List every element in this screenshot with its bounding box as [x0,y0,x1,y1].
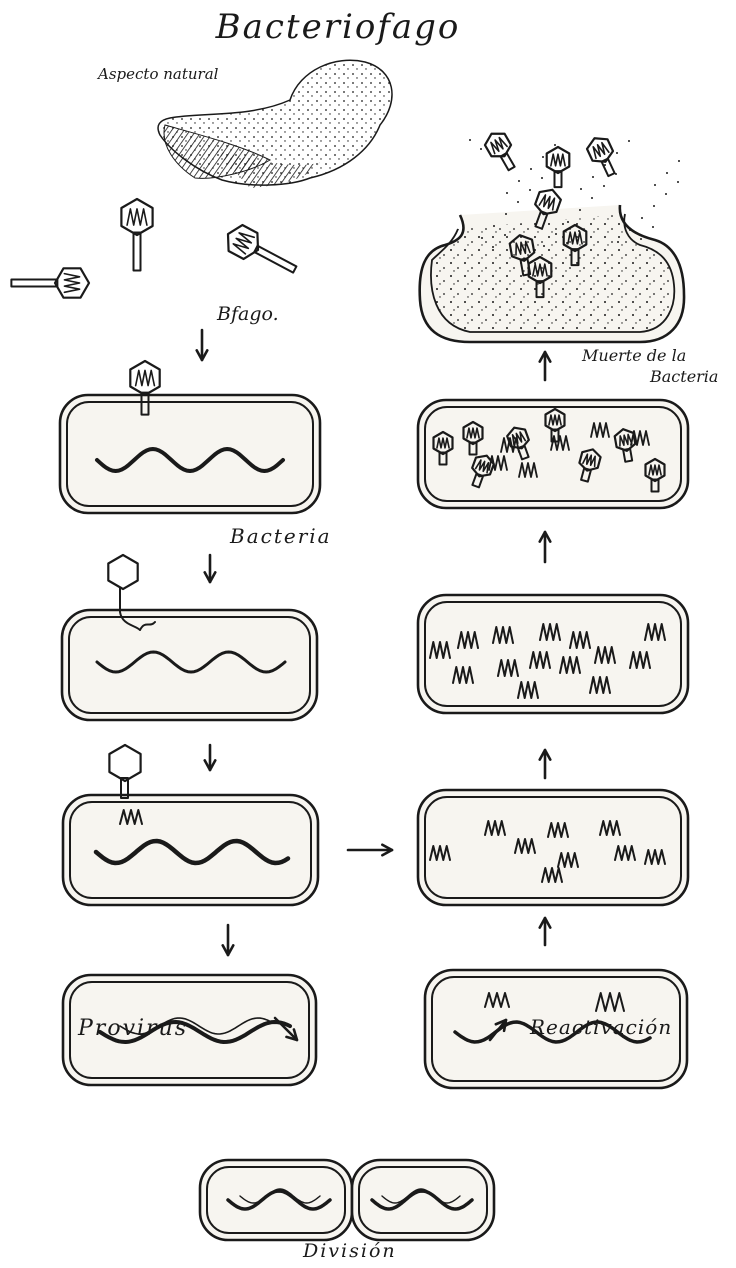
phage-icon-released-3-dna [489,136,507,153]
phage-icon-attached-1-dna [136,370,155,385]
speck-10 [629,229,631,231]
bacterium-cell-6-wall [418,790,688,905]
arrow-bacteria-down [205,555,216,582]
speck-6 [481,237,483,239]
speck-37 [578,230,580,232]
speck-24 [517,201,519,203]
speck-4 [617,241,619,243]
bacterium-cell-1-wall [60,395,320,513]
speck-14 [567,221,569,223]
speck-7 [518,180,520,182]
arrow-to-right-column [348,845,392,856]
speck-16 [641,217,643,219]
speck-36 [541,177,543,179]
arrow-bfago-down [197,330,208,360]
phage-icon-released-4-head [547,147,570,173]
speck-23 [480,148,482,150]
speck-5 [654,184,656,186]
speck-15 [604,164,606,166]
speck-20 [579,209,581,211]
speck-13 [530,168,532,170]
phage-icon-released-3-tail [501,153,515,170]
speck-28 [665,193,667,195]
arrow-7-up [540,532,551,562]
label-muerte-line2: Bacteria [649,367,718,386]
arrow-3-down [205,745,216,770]
phage-icon-1-tail [134,232,141,270]
bacterium-cell-1 [60,395,320,513]
speck-39 [652,226,654,228]
phage-icon-2-head [221,221,265,263]
speck-29 [492,246,494,248]
label-provirus: Provirus [77,1016,188,1041]
label-muerte-line1: Muerte de la [581,346,686,365]
speck-2 [543,245,545,247]
diagram-title: Bacteriofago [215,7,461,47]
label-bfago: Bfago. [216,303,279,325]
arrow-6-up [540,750,551,778]
phage-icon-2-tail [254,246,296,273]
bacterium-cell-3 [63,795,318,905]
bacterium-cell-8 [418,400,688,508]
speck-26 [591,197,593,199]
phage-icon-released-4 [547,147,570,187]
phage-icon-released-5-dna [591,142,609,159]
speck-9 [592,176,594,178]
phage-icon-3-dna [64,274,79,293]
burst-membrane [431,214,674,332]
phage-icon-released-5-head [584,133,615,166]
speck-31 [566,242,568,244]
label-bacteria: Bacteria [229,524,332,548]
arrow-4-down [223,925,234,955]
speck-32 [603,185,605,187]
speck-33 [640,238,642,240]
bacterium-cell-6 [418,790,688,905]
phage-icon-2-dna [232,230,254,254]
speck-27 [628,140,630,142]
speck-17 [678,160,680,162]
speck-3 [580,188,582,190]
label-division: División [302,1240,397,1262]
speck-19 [542,156,544,158]
free-phages [11,199,301,298]
phage-icon-empty-head-3 [109,745,140,781]
speck-0 [469,139,471,141]
speck-18 [505,213,507,215]
phage-icon-released-2-dna [539,194,556,210]
speck-38 [615,173,617,175]
speck-25 [554,144,556,146]
speck-8 [555,233,557,235]
phage-icon-3-head [55,268,89,297]
speck-1 [506,192,508,194]
speck-35 [504,234,506,236]
phage-icon-released-4-dna [551,154,565,166]
phage-icon-1-dna [127,209,147,225]
speck-12 [493,225,495,227]
phage-icon-empty-head-2 [108,555,137,589]
phage-icon-attached-1-head [130,361,159,395]
speck-34 [677,181,679,183]
phage-icon-released-5-tail [602,159,615,176]
phage-icon-3 [11,268,89,297]
label-aspecto-natural: Aspecto natural [96,65,219,83]
phage-icon-2 [221,221,302,282]
bacterium-cell-3-wall [63,795,318,905]
phage-icon-1 [121,199,152,270]
phage-icon-1-head [121,199,152,235]
arrow-5-up [540,918,551,945]
phage-icon-released-5 [584,133,621,179]
arrow-muerte-up [540,352,551,380]
phage-icon-3-tail [11,280,57,287]
speck-21 [616,152,618,154]
speck-22 [653,205,655,207]
phage-icon-released-3 [482,128,522,174]
speck-30 [529,189,531,191]
bacterium-cell-8-wall [418,400,688,508]
label-reactivacion: Reactivación [529,1015,672,1039]
speck-11 [666,172,668,174]
